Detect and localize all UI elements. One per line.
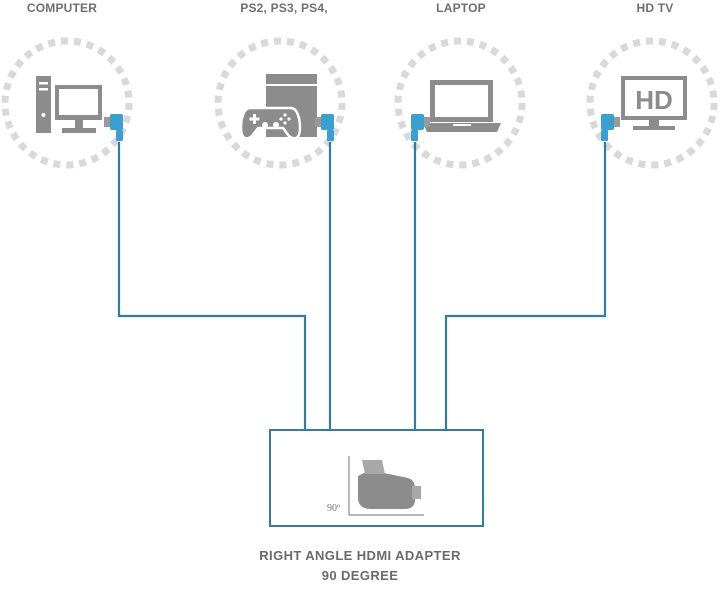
device-label-tv: HD TV bbox=[636, 1, 674, 15]
angle-axes bbox=[348, 456, 424, 516]
caption-line-1: RIGHT ANGLE HDMI ADAPTER bbox=[259, 548, 461, 563]
device-circle-computer bbox=[1, 37, 133, 169]
device-circle-tv bbox=[586, 37, 718, 169]
laptop-icon bbox=[423, 80, 501, 132]
cable-computer bbox=[117, 142, 307, 430]
device-circle-laptop bbox=[394, 37, 526, 169]
game-console-icon bbox=[239, 74, 317, 140]
device-circle-console bbox=[214, 37, 346, 169]
connector-console bbox=[315, 114, 334, 141]
hdtv-icon: HD bbox=[621, 76, 687, 130]
connector-tv bbox=[601, 114, 620, 141]
device-label-laptop: LAPTOP bbox=[436, 1, 486, 15]
desktop-computer-icon bbox=[36, 76, 102, 133]
angle-label: 90º bbox=[327, 503, 341, 514]
device-label-computer: COMPUTER bbox=[26, 1, 98, 15]
cables bbox=[117, 142, 607, 430]
caption-line-2: 90 DEGREE bbox=[321, 568, 399, 583]
cable-tv bbox=[444, 142, 607, 430]
right-angle-hdmi-adapter-icon bbox=[358, 460, 421, 509]
connector-computer bbox=[104, 114, 123, 141]
hdtv-screen-text: HD bbox=[635, 85, 673, 115]
device-label-console: PS2, PS3, PS4, bbox=[240, 1, 328, 15]
connector-laptop bbox=[411, 114, 430, 141]
